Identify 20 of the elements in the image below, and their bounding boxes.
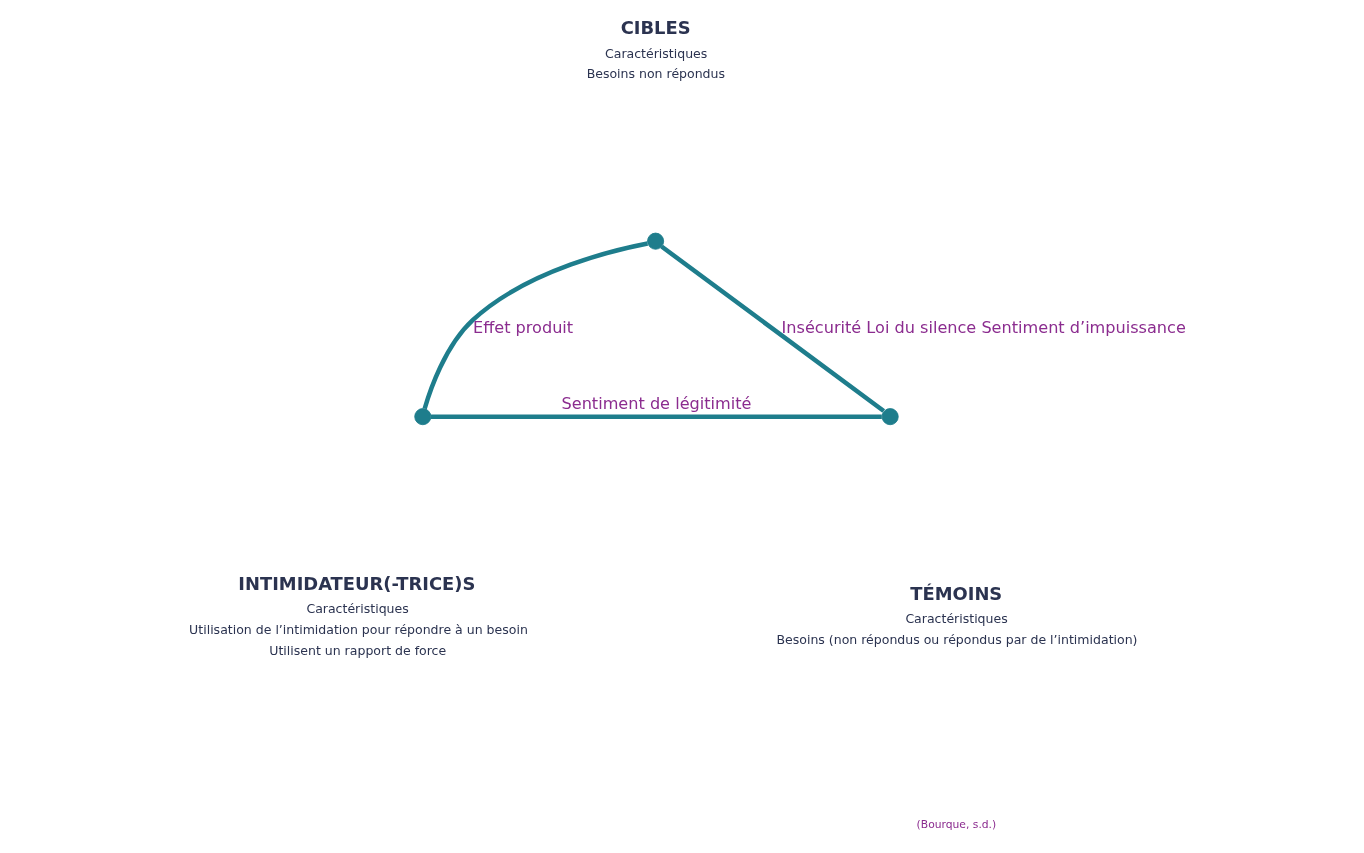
- node-label: Caractéristiques: [905, 611, 1008, 627]
- node-circle: [881, 408, 899, 426]
- node-label: INTIMIDATEUR(-TRICE)S: [238, 572, 476, 594]
- node-circle: [414, 408, 432, 426]
- node-circle: [647, 232, 665, 250]
- node-label: Utilisent un rapport de force: [269, 642, 447, 658]
- node-label: Caractéristiques: [605, 45, 708, 61]
- node-label: Besoins non répondus: [586, 66, 726, 82]
- node-label: Utilisation de l’intimidation pour répondre à un besoin: [189, 621, 528, 637]
- edge-label: Insécurité Loi du silence Sentiment d’impuissance: [781, 317, 1186, 337]
- connector: [430, 414, 882, 419]
- node-label: TÉMOINS: [910, 582, 1003, 604]
- connector: [660, 244, 886, 413]
- label: (Bourque, s.d.): [916, 817, 997, 831]
- node-label: Caractéristiques: [306, 601, 409, 617]
- connector: [422, 241, 649, 410]
- edge-label: Sentiment de légitimité: [561, 393, 752, 413]
- node-label: Besoins (non répondus ou répondus par de l’intimidation): [776, 631, 1138, 647]
- edge-label: Effet produit: [472, 317, 574, 337]
- node-label: CIBLES: [620, 17, 691, 39]
